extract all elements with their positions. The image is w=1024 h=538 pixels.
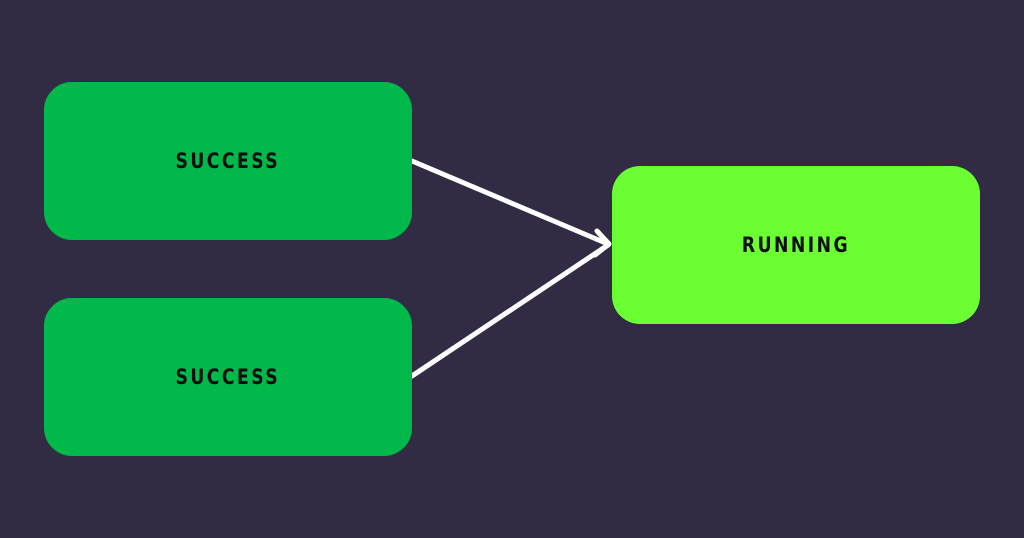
- edge-success-bottom-to-running: [409, 242, 611, 379]
- arrowhead-icon: [592, 228, 612, 258]
- node-label: RUNNING: [741, 233, 851, 257]
- node-running: RUNNING: [612, 166, 980, 324]
- edge-success-top-to-running: [409, 158, 611, 247]
- node-success-top: SUCCESS: [44, 82, 412, 240]
- node-label: SUCCESS: [175, 149, 281, 173]
- node-label: SUCCESS: [175, 365, 281, 389]
- node-success-bottom: SUCCESS: [44, 298, 412, 456]
